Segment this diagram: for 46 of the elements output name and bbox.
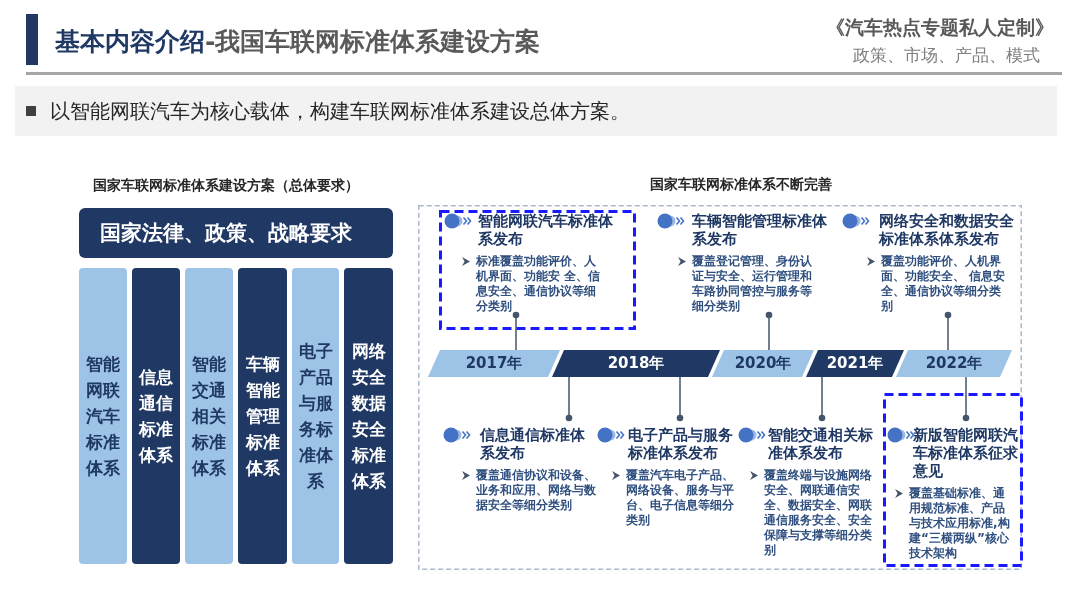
connector-line [565,376,573,422]
event-title: 新版智能网联汽车标准体系征求意见 [913,426,1019,480]
connector-line [818,376,826,422]
connector-line [512,311,520,351]
timeline-segment: 2021年 [806,350,904,377]
column-label: 电子产品与服务标准体系 [298,340,333,493]
event-description: 覆盖功能评价、人机界面、功能安全、 信息安全、通信协议等细分类别 [881,254,1007,314]
event-description: 覆盖终端与设施网络安全、网联通信安全、数据安全、网联通信服务安全、安全保障与支撑等细分类别 [764,468,873,558]
requirement-banner: 国家法律、政策、战略要求 [79,208,393,258]
connector-line [944,311,952,351]
series-title: 《汽车热点专题私人定制》 [826,15,1054,39]
event-title: 智能网联汽车标准体系发布 [478,212,614,248]
category-column [344,268,393,564]
page-title: 基本内容介绍-我国车联网标准体系建设方案 [55,26,541,58]
event-description: 标准覆盖功能评价、人机界面、功能安 全、信息安全、通信协议等细分类别 [476,254,602,314]
category-column [238,268,287,564]
category-column [292,268,339,564]
event-description: 覆盖登记管理、身份认证与安全、运行管理和车路协同管控与服务等细分类别 [692,254,813,314]
event-title: 车辆智能管理标准体系发布 [692,212,828,248]
column-label: 车辆智能管理标准体系 [245,353,280,480]
panel-heading: 国家车联网标准体系不断完善 [650,175,832,193]
connector-line [676,376,684,422]
event-title: 电子产品与服务标准体系发布 [628,426,734,462]
category-column [79,268,127,564]
event-title: 信息通信标准体系发布 [480,426,586,462]
event-description: 覆盖基础标准、通用规范标准、产品与技术应用标准,构建“三横两纵”核心技术架构 [909,486,1011,561]
connector-line [765,311,773,351]
timeline-segment: 2017年 [428,350,560,377]
event-description: 覆盖汽车电子产品、网络设备、服务与平台、电子信息等细分类别 [626,468,735,528]
column-label: 信息通信标准体系 [138,366,174,467]
series-subtitle: 政策、市场、产品、模式 [853,44,1040,66]
connector-line [962,376,970,422]
category-column [185,268,233,564]
category-column [132,268,180,564]
event-description: 覆盖通信协议和设备、业务和应用、网络与数据安全等细分类别 [476,468,597,513]
column-label: 智能交通相关标准体系 [191,353,227,480]
column-label: 网络安全数据安全标准体系 [351,340,386,493]
summary-band [15,86,1057,136]
event-title: 智能交通相关标准体系发布 [768,426,874,462]
panel-heading: 国家车联网标准体系建设方案（总体要求） [93,176,359,194]
timeline-segment: 2018年 [552,350,720,377]
summary-text: 以智能网联汽车为核心载体，构建车联网标准体系建设总体方案。 [50,98,630,124]
timeline-segment: 2020年 [712,350,814,377]
event-title: 网络安全和数据安全标准体系体系发布 [879,212,1015,248]
timeline-segment: 2022年 [896,350,1012,377]
column-label: 智能网联汽车标准体系 [85,353,121,480]
